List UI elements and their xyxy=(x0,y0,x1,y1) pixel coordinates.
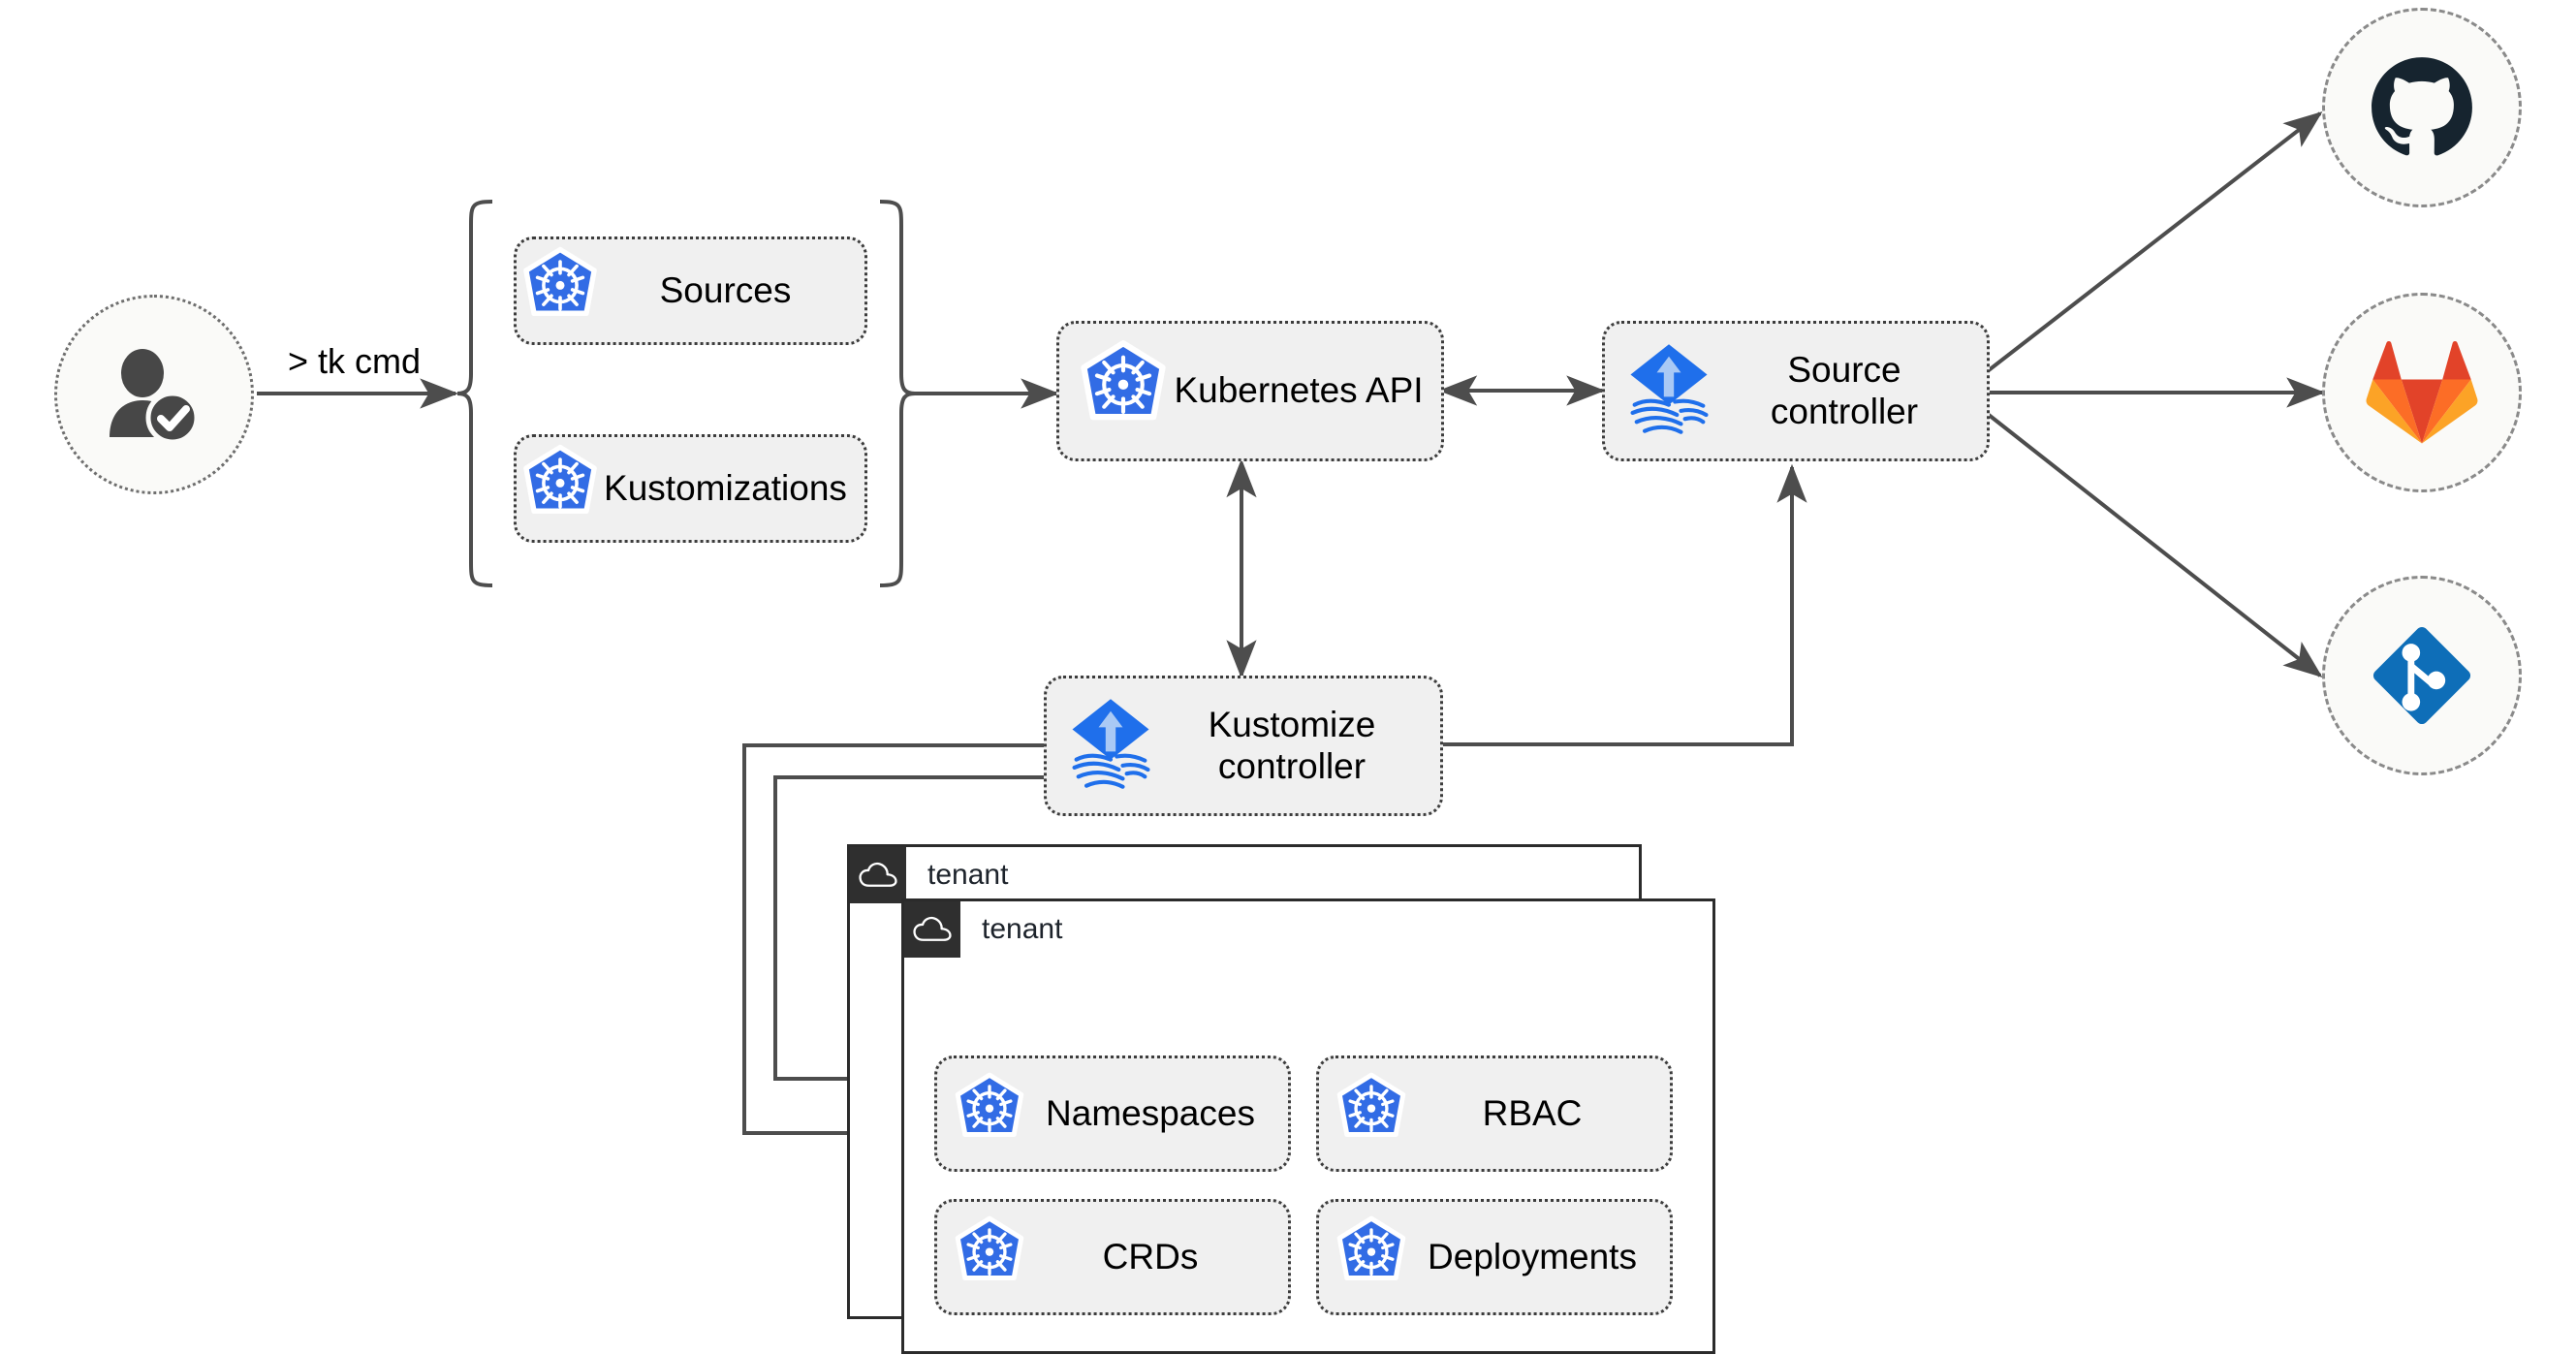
node-label: CRDs xyxy=(1102,1236,1199,1276)
tenant-title: tenant xyxy=(927,859,1009,891)
brace-right xyxy=(879,200,916,587)
kubernetes-icon xyxy=(949,1214,1030,1301)
node-label: Kubernetes API xyxy=(1174,370,1424,411)
provider-git[interactable] xyxy=(2322,576,2522,775)
provider-gitlab[interactable] xyxy=(2322,293,2522,492)
kubernetes-icon xyxy=(517,443,604,535)
provider-github[interactable] xyxy=(2322,8,2522,207)
edge-source-to-git xyxy=(1987,413,2323,678)
tenant-window-front[interactable]: tenant xyxy=(901,898,1715,1354)
cloud-icon xyxy=(850,847,906,903)
kubernetes-icon xyxy=(1331,1071,1412,1157)
cloud-icon xyxy=(904,901,960,958)
tenant-titlebar: tenant xyxy=(850,847,1639,903)
node-crds[interactable]: CRDs xyxy=(934,1199,1291,1315)
node-label: Kustomizations xyxy=(604,467,847,508)
node-namespaces[interactable]: Namespaces xyxy=(934,1056,1291,1172)
node-label: Deployments xyxy=(1428,1236,1637,1276)
tenant-title: tenant xyxy=(982,913,1063,945)
kubernetes-icon xyxy=(1073,338,1174,444)
kubernetes-icon xyxy=(517,245,604,337)
actor-user[interactable] xyxy=(54,295,254,494)
node-kustomize-controller[interactable]: Kustomize controller xyxy=(1044,676,1443,816)
node-sources[interactable]: Sources xyxy=(514,236,867,345)
node-rbac[interactable]: RBAC xyxy=(1316,1056,1673,1172)
edge-kustomize-to-source-controller xyxy=(1441,463,1807,746)
github-icon xyxy=(2372,57,2472,156)
node-kustomizations[interactable]: Kustomizations xyxy=(514,434,867,543)
user-check-icon xyxy=(110,349,200,445)
gitlab-icon xyxy=(2366,341,2478,444)
edge-source-to-github xyxy=(1987,111,2323,372)
node-label: Source controller xyxy=(1770,349,1919,431)
node-kubernetes-api[interactable]: Kubernetes API xyxy=(1056,321,1444,461)
kubernetes-icon xyxy=(949,1071,1030,1157)
tenant-titlebar: tenant xyxy=(904,901,1712,958)
flux-icon xyxy=(1618,338,1719,444)
command-label: > tk cmd xyxy=(288,341,422,381)
flux-icon xyxy=(1060,693,1161,799)
node-deployments[interactable]: Deployments xyxy=(1316,1199,1673,1315)
node-label: Sources xyxy=(659,269,792,310)
git-icon xyxy=(2372,626,2471,725)
node-label: Kustomize controller xyxy=(1208,704,1376,786)
brace-left xyxy=(456,200,493,587)
node-label: RBAC xyxy=(1482,1092,1583,1133)
node-label: Namespaces xyxy=(1046,1092,1255,1133)
kubernetes-icon xyxy=(1331,1214,1412,1301)
node-source-controller[interactable]: Source controller xyxy=(1602,321,1990,461)
